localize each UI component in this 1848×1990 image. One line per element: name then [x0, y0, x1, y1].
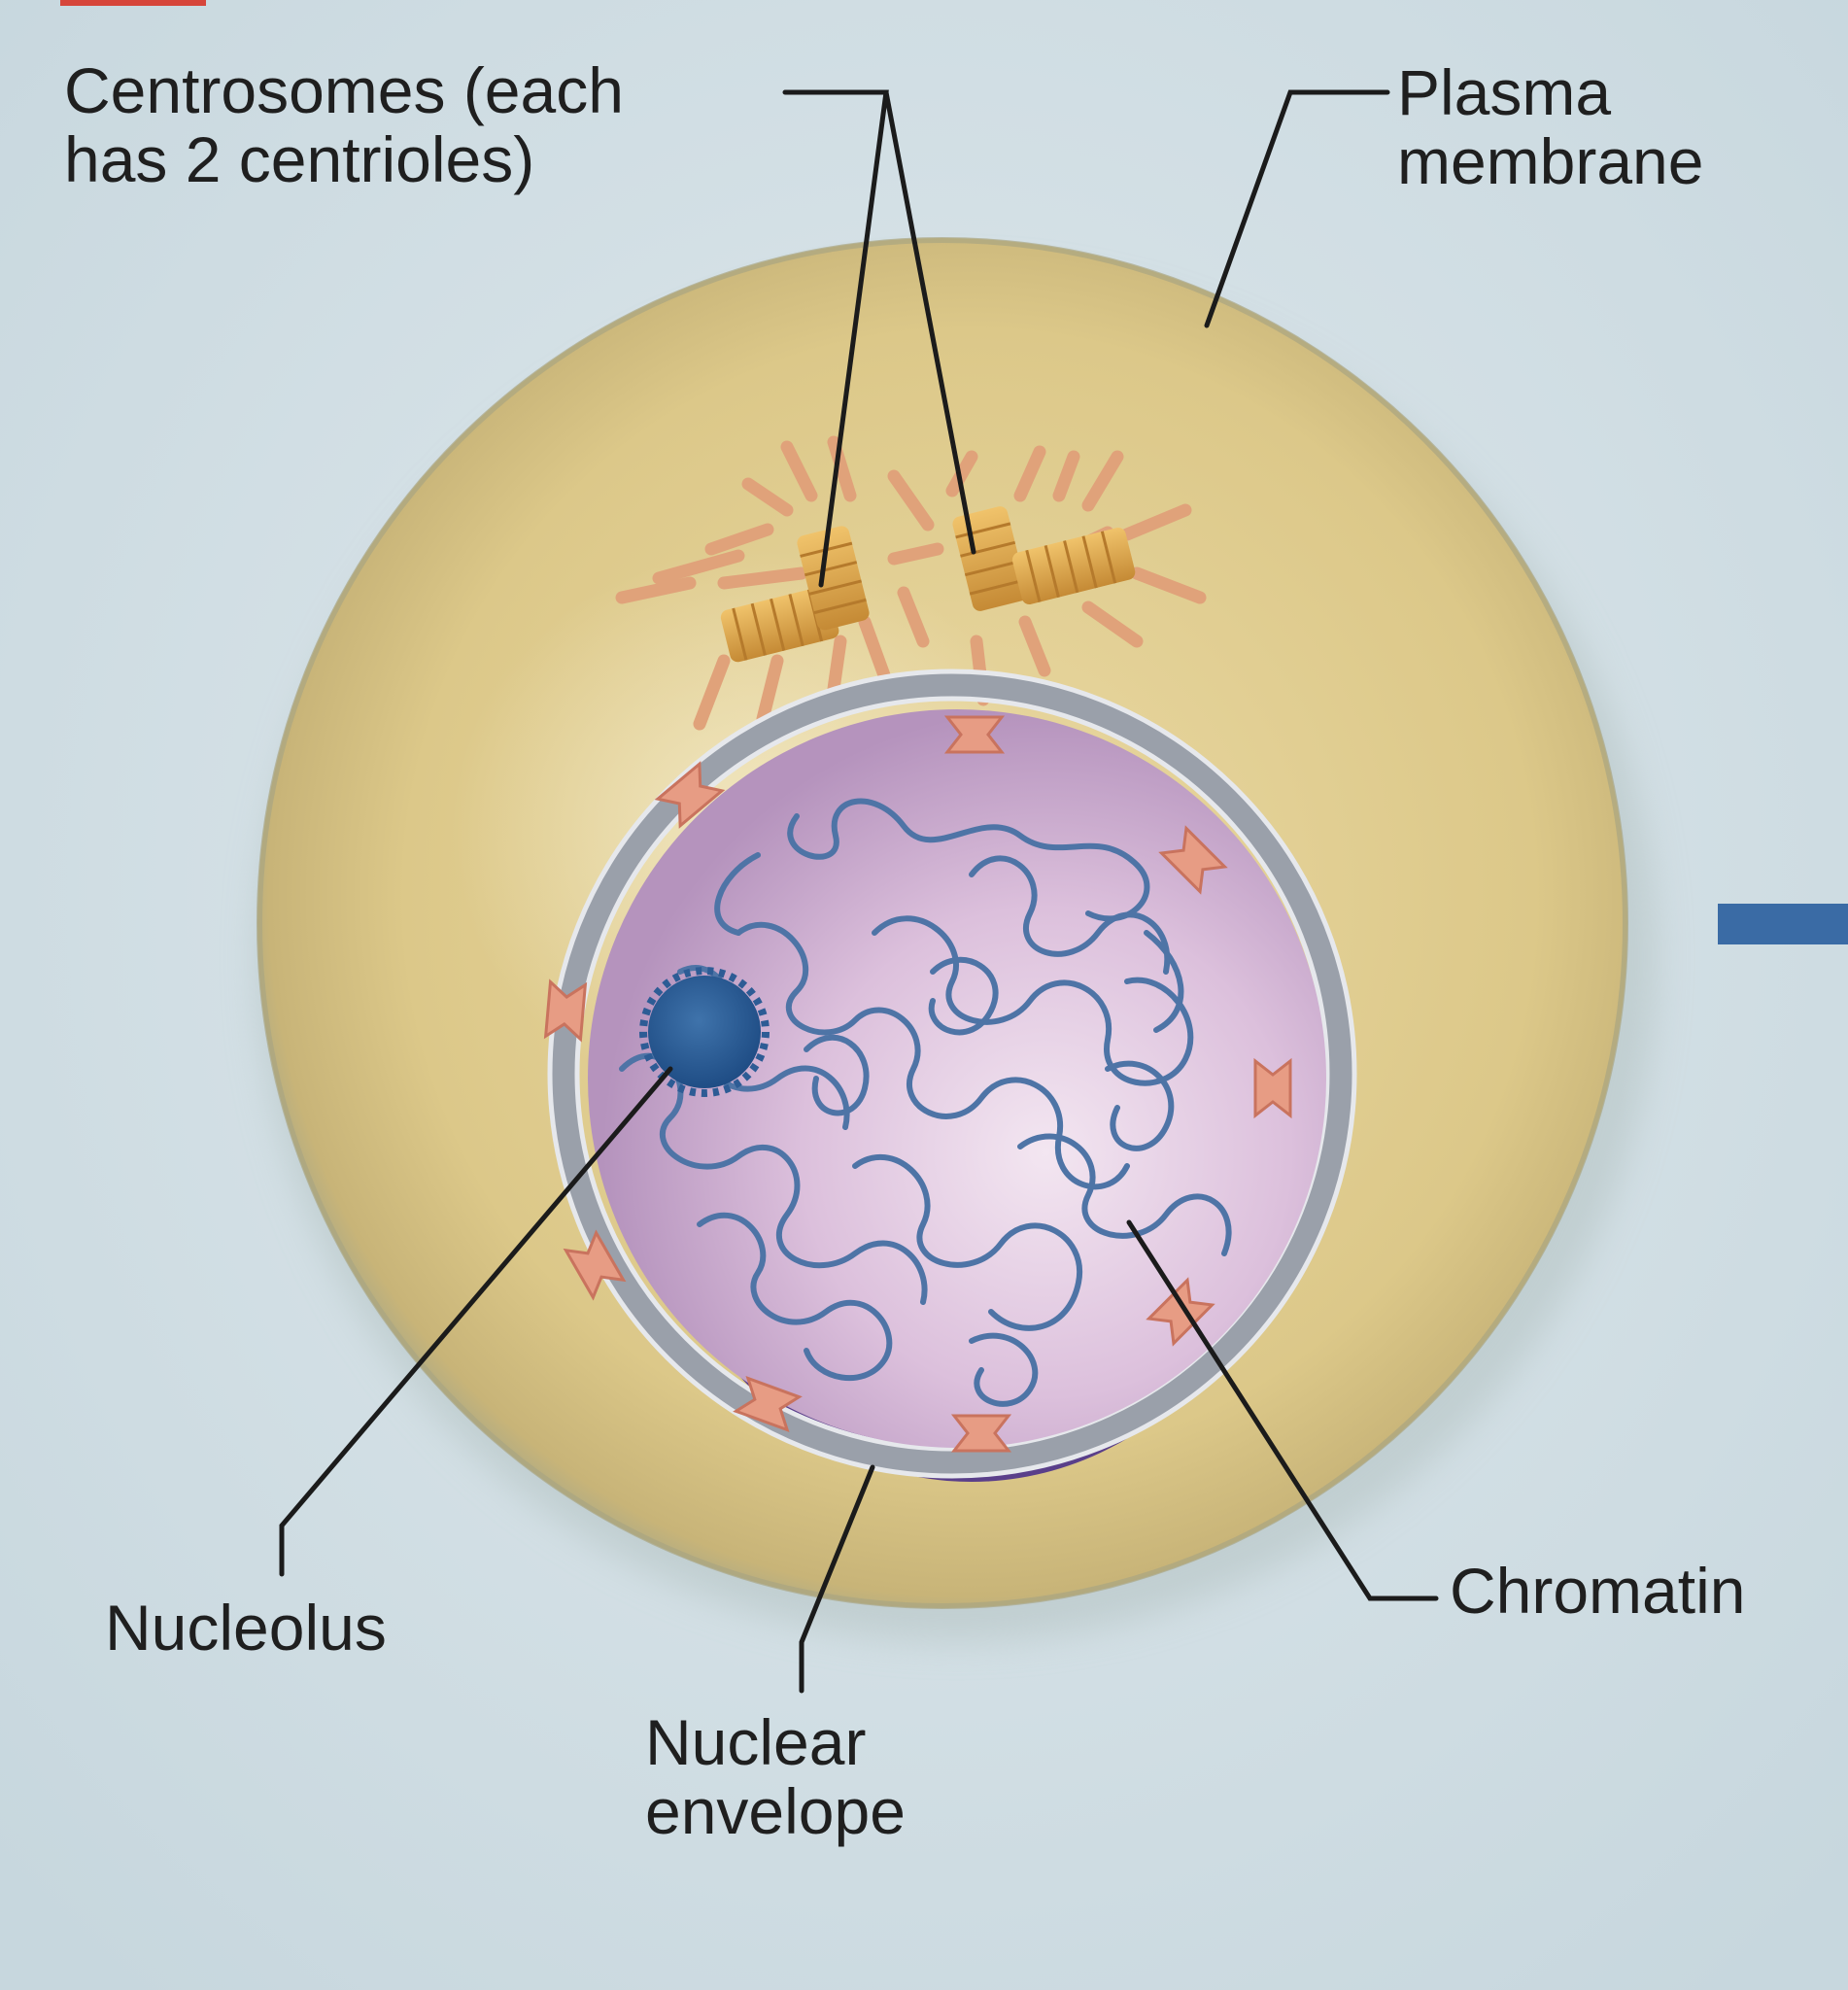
label-nucleolus: Nucleolus	[105, 1592, 387, 1664]
label-nuclear-line1: Nuclear	[645, 1706, 867, 1778]
centrosome-left	[720, 526, 870, 663]
label-nuclear-line2: envelope	[645, 1775, 906, 1848]
nucleoplasm	[588, 709, 1326, 1448]
leader-lines	[279, 89, 1439, 1694]
label-plasma-membrane: Plasma membrane	[1397, 56, 1704, 198]
leader-centrosomes-right	[883, 89, 976, 555]
figure-tab	[1718, 904, 1848, 944]
nuclear-envelope	[551, 672, 1353, 1475]
label-chromatin: Chromatin	[1450, 1555, 1746, 1627]
label-plasma-line1: Plasma	[1397, 56, 1612, 128]
microtubules	[615, 435, 1207, 731]
top-color-strip	[60, 0, 206, 6]
label-nuclear-envelope: Nuclear envelope	[645, 1706, 906, 1848]
leader-nuclear-envelope	[799, 1464, 875, 1694]
label-centrosomes: Centrosomes (each has 2 centrioles)	[64, 54, 624, 196]
leader-nucleolus	[279, 1066, 673, 1577]
leader-plasma-membrane	[1204, 89, 1390, 328]
label-plasma-line2: membrane	[1397, 125, 1704, 198]
nuclear-envelope-outer	[547, 669, 1357, 1479]
label-centrosomes-line1: Centrosomes (each	[64, 54, 624, 126]
nuclear-pores	[543, 715, 1292, 1453]
nuclear-envelope-inner	[574, 696, 1330, 1452]
plasma-membrane	[257, 237, 1628, 1609]
nucleolus	[639, 967, 770, 1097]
chromatin	[619, 798, 1232, 1407]
label-centrosomes-line2: has 2 centrioles)	[64, 123, 535, 196]
leader-chromatin	[1126, 1219, 1439, 1601]
